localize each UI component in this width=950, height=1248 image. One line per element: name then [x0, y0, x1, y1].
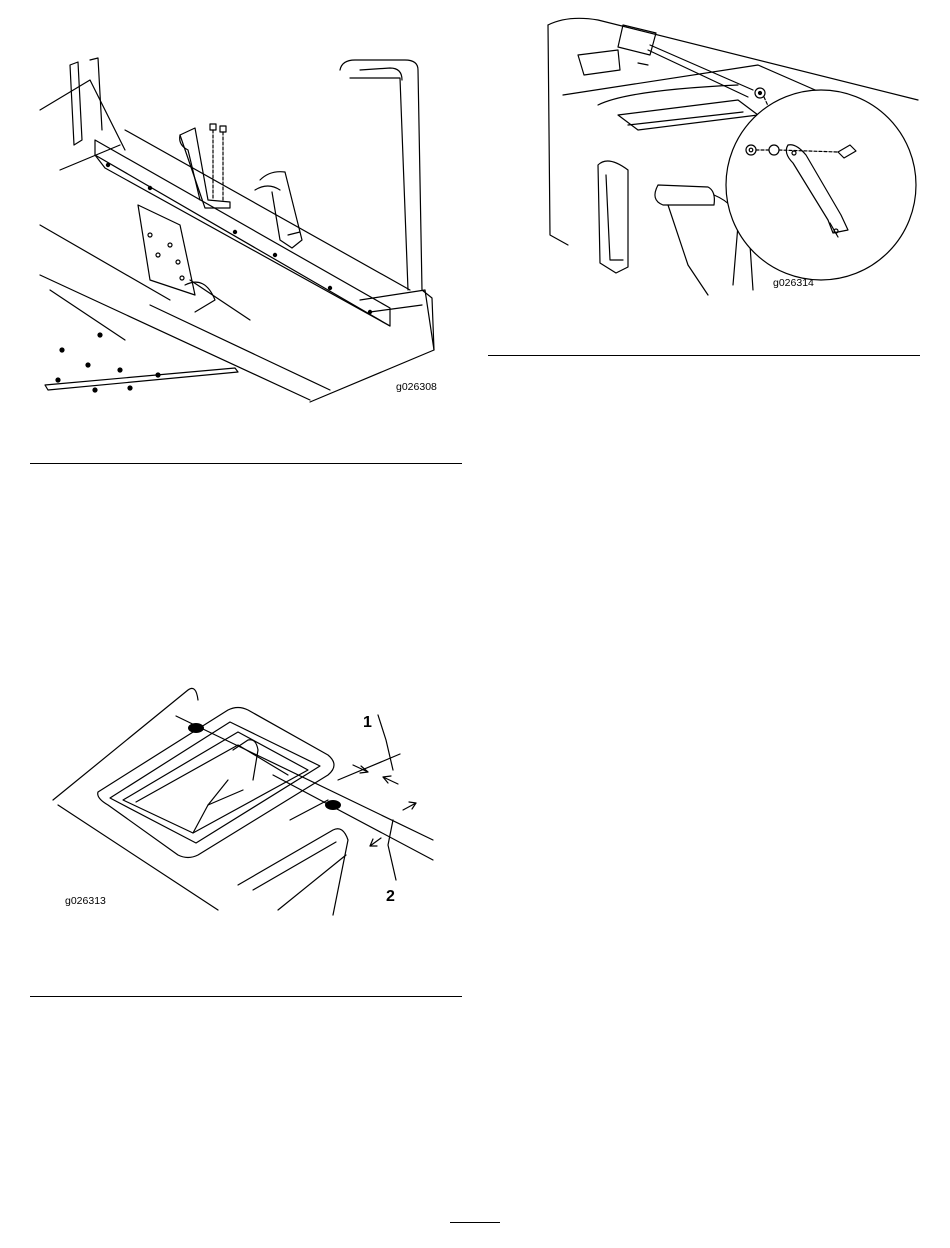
figure-id: g026314 — [773, 277, 814, 289]
figure-divider — [30, 996, 462, 997]
frame-bracket-illustration — [30, 50, 465, 410]
figure-seat-measurement: 1 2 g026313 — [48, 680, 448, 920]
seat-belt-illustration — [538, 5, 923, 305]
figure-divider — [488, 355, 920, 356]
figure-frame-bracket: g026308 — [30, 50, 465, 410]
figure-id: g026308 — [396, 381, 437, 393]
seat-measurement-illustration — [48, 680, 448, 920]
callout-2: 2 — [386, 888, 395, 906]
page-footer-line — [450, 1222, 500, 1223]
figure-id: g026313 — [65, 895, 106, 907]
callout-1: 1 — [363, 714, 372, 732]
figure-seat-belt: g026314 — [538, 5, 923, 305]
figure-divider — [30, 463, 462, 464]
